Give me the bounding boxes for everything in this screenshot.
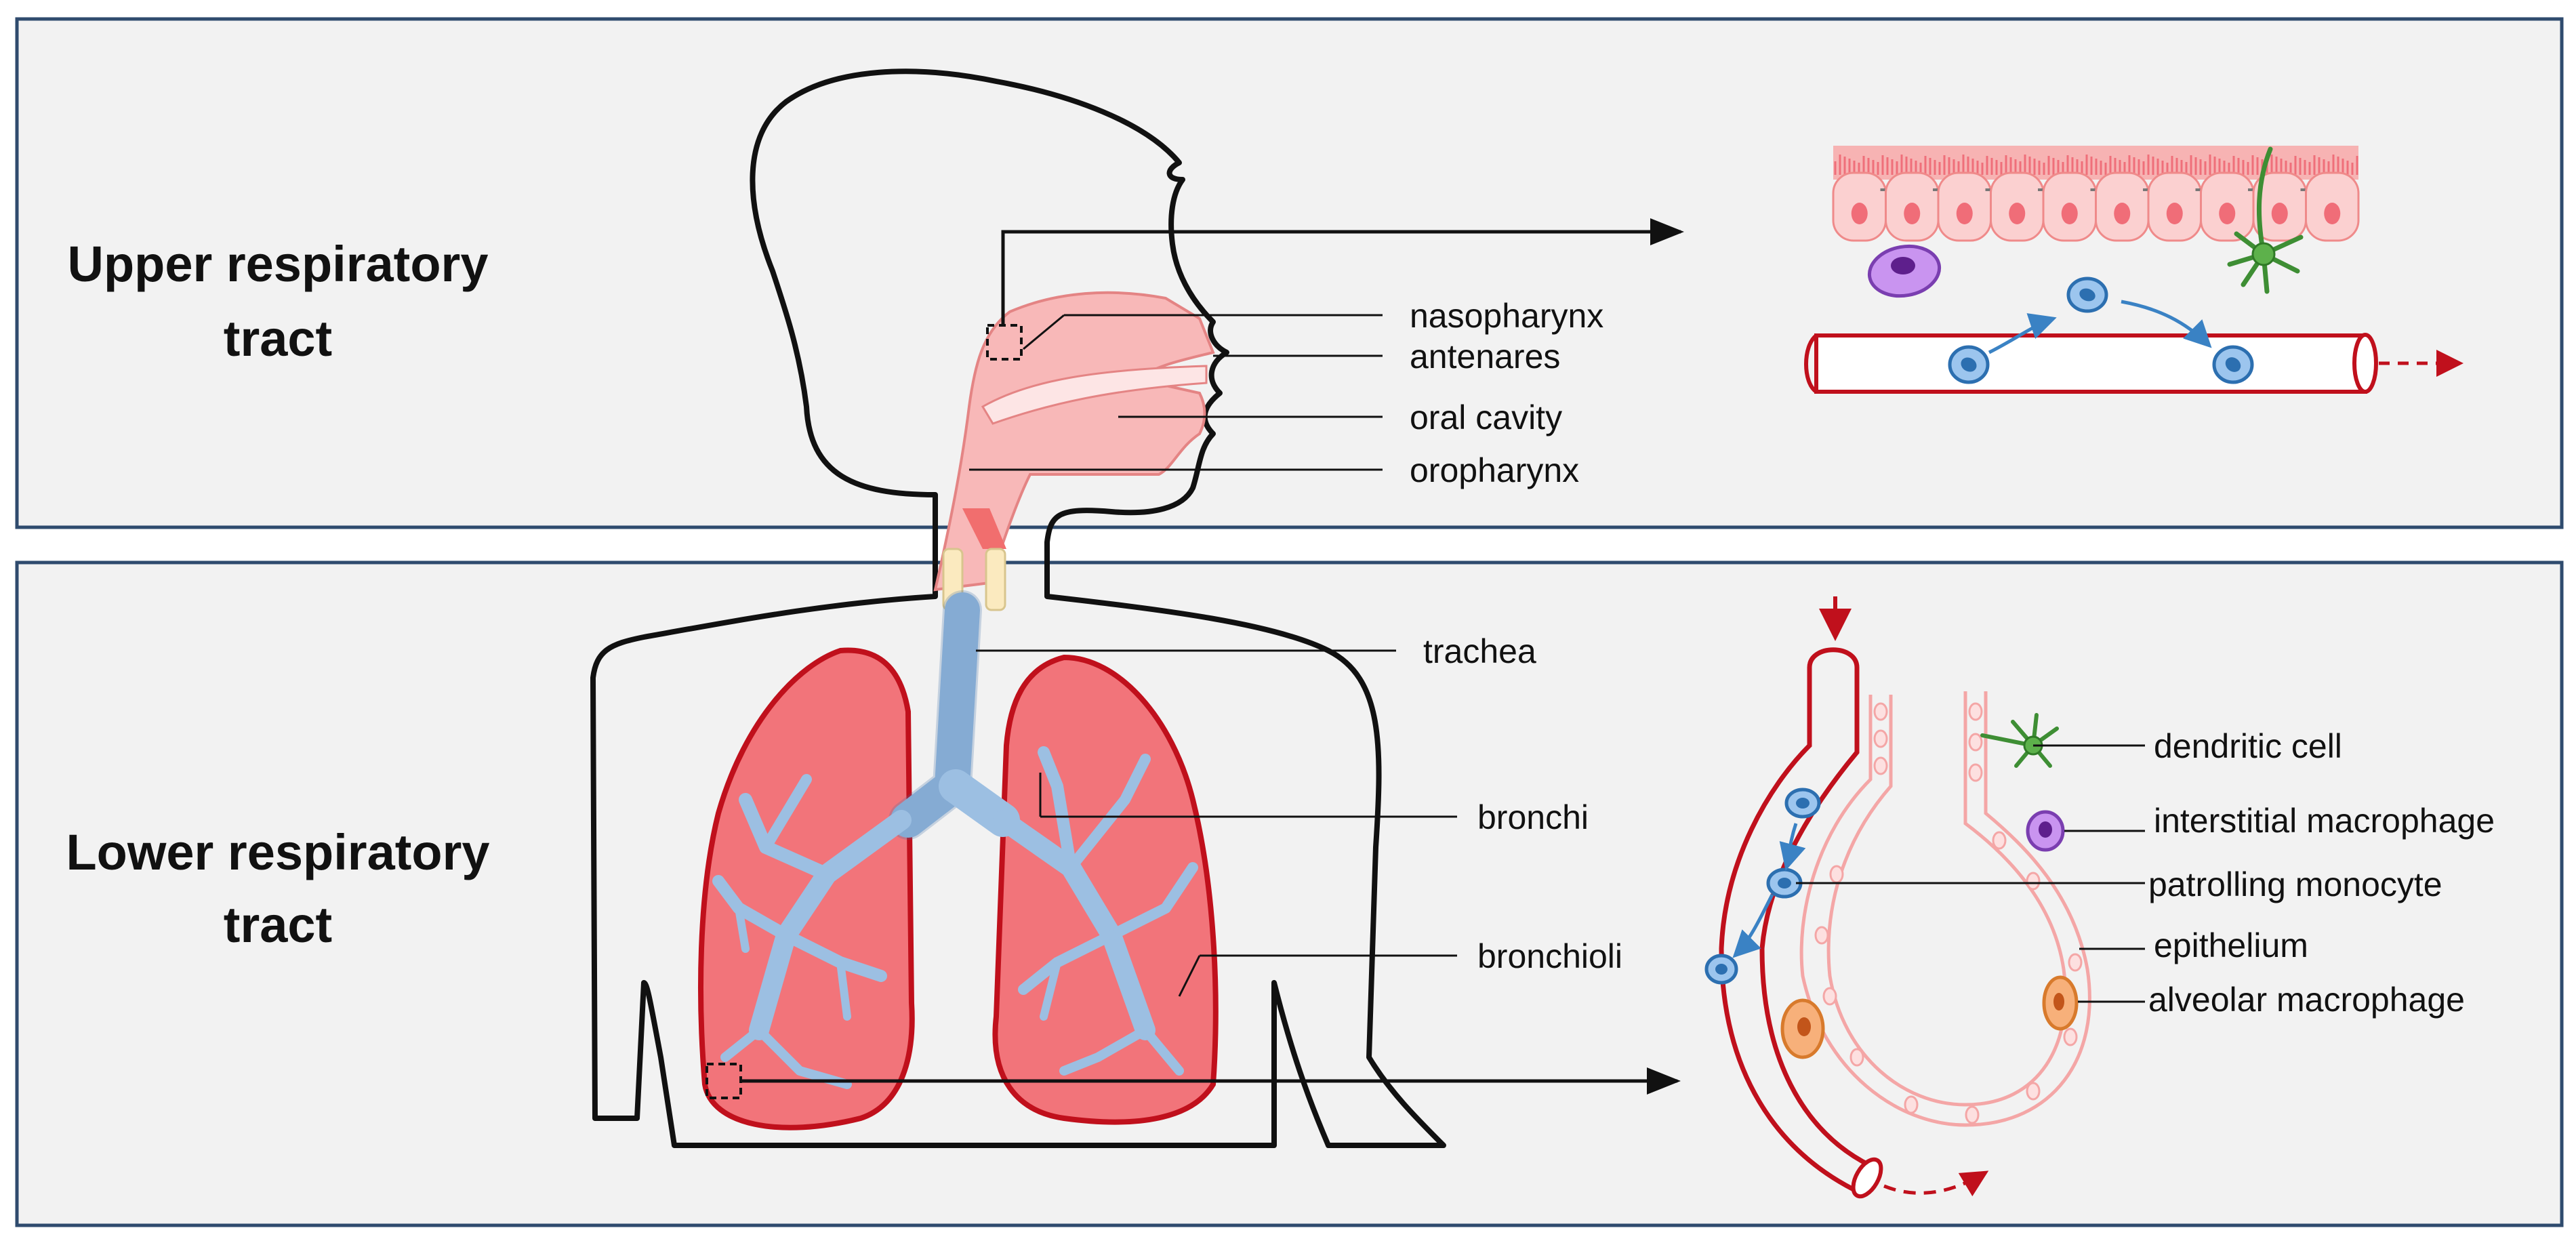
alveolar-wall-nucleus bbox=[1829, 865, 1844, 884]
label-bronchi: bronchi bbox=[1477, 798, 1589, 836]
alveolar-wall-cells bbox=[1814, 702, 2083, 1124]
upper-inset-immune-cells bbox=[1867, 146, 2304, 298]
epithelial-cell-nucleus bbox=[2271, 203, 2288, 224]
epithelial-cell-nucleus bbox=[2166, 203, 2183, 224]
lower-monocytes bbox=[1704, 788, 1821, 985]
epithelial-cell-nucleus bbox=[1851, 203, 1868, 224]
body-silhouette bbox=[590, 68, 1446, 1148]
alveolar-wall-nucleus bbox=[1873, 702, 1888, 721]
epithelial-cell-nucleus bbox=[2324, 203, 2341, 224]
upper-inset-epithelium bbox=[1832, 146, 2360, 242]
label-oral-cavity: oral cavity bbox=[1410, 399, 1562, 436]
alveolar-wall-nucleus bbox=[1873, 756, 1888, 775]
epithelial-cell-nucleus bbox=[2219, 203, 2236, 224]
alveolar-wall-nucleus bbox=[2068, 953, 2083, 972]
epithelial-cell-nucleus bbox=[1956, 203, 1973, 224]
upper-monocytes bbox=[1948, 277, 2254, 384]
label-epithelium: epithelium bbox=[2154, 926, 2308, 964]
anatomy-labels bbox=[969, 314, 1457, 997]
alveolar-wall-nucleus bbox=[2063, 1027, 2078, 1046]
epithelial-cell-nucleus bbox=[2061, 203, 2078, 224]
alveolus-leaders bbox=[1796, 744, 2145, 1003]
lower-inset-alveolus bbox=[1704, 596, 2091, 1199]
epithelial-cell-nucleus bbox=[2114, 203, 2131, 224]
alveolar-wall-nucleus bbox=[1968, 763, 1983, 782]
upper-title-line2: tract bbox=[224, 310, 332, 367]
label-dendritic-cell: dendritic cell bbox=[2154, 727, 2342, 765]
lower-panel-title: Lower respiratory tract bbox=[66, 824, 489, 953]
monocyte-migration-arrow-1 bbox=[1988, 313, 2057, 354]
alveolar-wall bbox=[1799, 691, 2091, 1127]
upper-panel bbox=[15, 17, 2564, 529]
upper-connector-arrow bbox=[1001, 218, 1684, 325]
alveolar-wall-nucleus bbox=[1904, 1095, 1919, 1114]
alveolar-wall-nucleus bbox=[1814, 926, 1829, 945]
lower-panel bbox=[15, 560, 2564, 1227]
alveolar-wall-nucleus bbox=[1873, 729, 1888, 748]
label-bronchioli: bronchioli bbox=[1477, 937, 1622, 975]
upper-title-line1: Upper respiratory bbox=[68, 236, 489, 292]
epithelial-cell-nucleus bbox=[2009, 203, 2026, 224]
label-antenares: antenares bbox=[1410, 338, 1560, 375]
lower-title-line1: Lower respiratory bbox=[66, 824, 489, 880]
epithelial-cells bbox=[1832, 171, 2360, 242]
upper-panel-title: Upper respiratory tract bbox=[68, 236, 489, 367]
bronchial-tree bbox=[712, 590, 1198, 1089]
alveolar-wall-nucleus bbox=[1968, 702, 1983, 721]
label-nasopharynx: nasopharynx bbox=[1410, 297, 1603, 335]
alveolar-wall-nucleus bbox=[2026, 1082, 2041, 1101]
epithelial-cell-nucleus bbox=[1904, 203, 1921, 224]
pharynx-red bbox=[962, 508, 1006, 549]
lower-title-line2: tract bbox=[224, 897, 332, 953]
label-alveolar-macrophage: alveolar macrophage bbox=[2148, 981, 2465, 1019]
label-patrolling-monocyte: patrolling monocyte bbox=[2148, 865, 2442, 903]
alveolar-wall-nucleus bbox=[1992, 831, 2007, 850]
alveolar-capillary bbox=[1719, 647, 1874, 1196]
alveolar-wall-nucleus bbox=[1968, 733, 1983, 752]
label-oropharynx: oropharynx bbox=[1410, 451, 1579, 489]
nasal-oral-mucosa bbox=[933, 291, 1215, 592]
palate-highlight bbox=[981, 365, 1208, 425]
upper-blood-vessel bbox=[1804, 333, 2463, 394]
alveolar-wall-nucleus bbox=[1965, 1105, 1980, 1124]
alveolar-wall-nucleus bbox=[1822, 987, 1837, 1006]
label-interstitial-macrophage: interstitial macrophage bbox=[2154, 802, 2495, 840]
alveolar-wall-nucleus bbox=[1849, 1048, 1864, 1067]
larynx-cartilage-right bbox=[985, 548, 1006, 611]
monocyte-migration-arrow-2 bbox=[2121, 300, 2212, 348]
capillary-outflow-arrow bbox=[1883, 1170, 1989, 1197]
alveolar-wall-nucleus bbox=[2026, 872, 2041, 891]
label-trachea: trachea bbox=[1423, 632, 1536, 670]
